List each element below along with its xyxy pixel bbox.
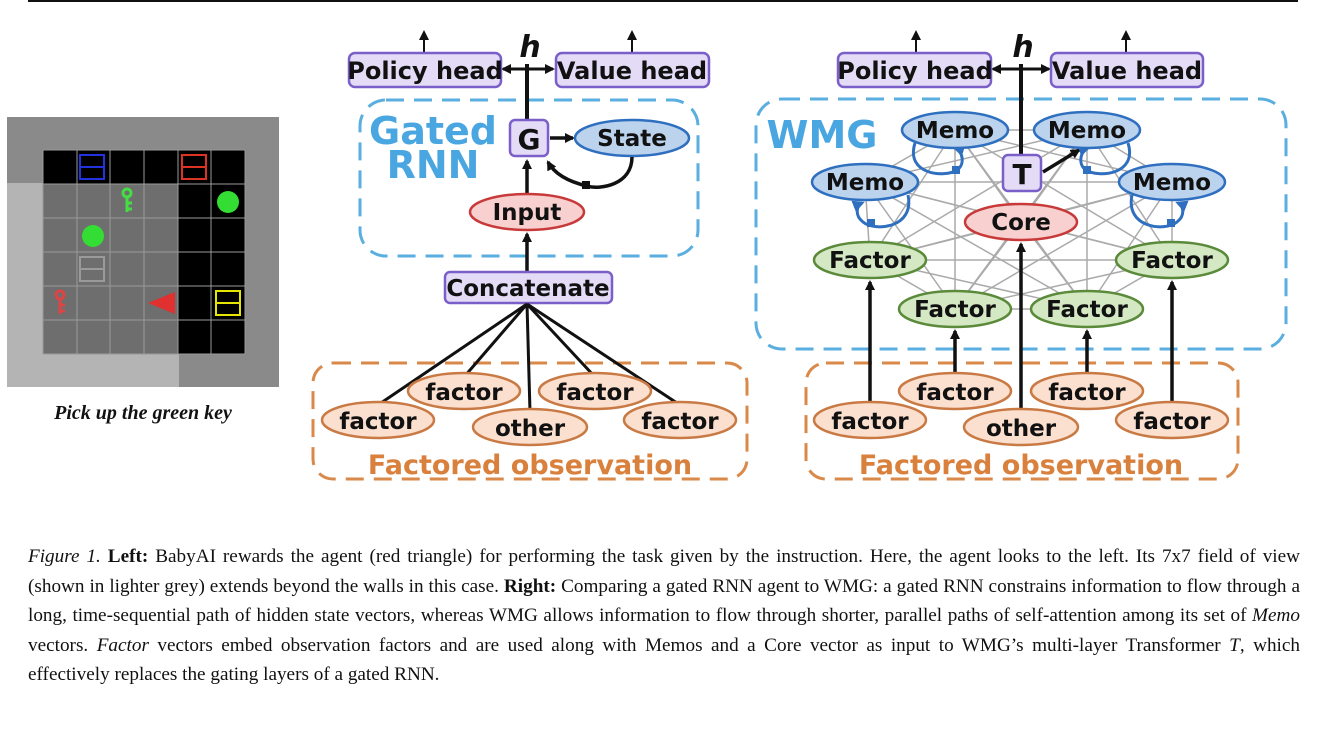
right-text-1: Comparing a gated RNN agent to WMG: a ga… (28, 575, 1300, 627)
value-head-node (554, 51, 711, 89)
memo-node (1117, 162, 1227, 202)
babyai-grid (7, 117, 279, 387)
state-node (573, 118, 691, 158)
h-label: h (519, 30, 540, 65)
other-label: other (495, 416, 566, 442)
value-head-label: Value head (1052, 57, 1202, 85)
concatenate-node (443, 270, 614, 305)
factor-node (1114, 400, 1230, 440)
gated-rnn-diagram: Policy head Value head h Gated RNN G Sta… (311, 30, 749, 481)
t-word: T (1229, 634, 1240, 656)
right-text-3: vectors embed observation factors and ar… (148, 634, 1230, 656)
factor-label: factor (1048, 380, 1126, 406)
concatenate-label: Concatenate (446, 276, 609, 302)
h-label: h (1012, 30, 1033, 65)
memo-node (1032, 110, 1142, 150)
gated-rnn-title-line1: Gated (369, 109, 497, 153)
factor-node (622, 400, 738, 440)
left-label: Left: (107, 546, 149, 567)
grey-box-icon (79, 256, 105, 282)
memo-label: Memo (826, 170, 904, 196)
gated-rnn-title-line2: RNN (387, 143, 480, 187)
factor-label: factor (339, 409, 417, 435)
factor-node (320, 400, 436, 440)
factor-label: factor (916, 380, 994, 406)
factor-label: factor (1133, 409, 1211, 435)
factor-label: factor (831, 409, 909, 435)
policy-head-label: Policy head (837, 57, 993, 85)
wmg-diagram: Policy head Value head h WMG T Memo Memo (754, 30, 1288, 481)
memo-label: Memo (916, 118, 994, 144)
red-box-icon (181, 154, 207, 180)
other-node (962, 407, 1080, 447)
memo-node (900, 110, 1010, 150)
green-ball-icon (82, 225, 104, 247)
policy-head-label: Policy head (347, 57, 503, 85)
factor-node (812, 400, 928, 440)
green-key-icon (121, 187, 133, 212)
policy-head-node (836, 51, 993, 89)
factor-label: factor (425, 380, 503, 406)
other-label: other (986, 416, 1057, 442)
grid-instruction: Pick up the green key (54, 402, 232, 424)
green-ball-icon (217, 191, 239, 213)
value-head-node (1049, 51, 1205, 89)
t-node (1001, 153, 1043, 193)
memo-label: Memo (1133, 170, 1211, 196)
factor-node (406, 371, 522, 411)
top-rule (28, 0, 1298, 2)
factor-node (537, 371, 653, 411)
memo-word: Memo (1252, 605, 1300, 627)
blue-box-icon (79, 154, 105, 180)
figure-label: Figure 1. (28, 546, 101, 567)
yellow-box-icon (215, 290, 241, 316)
factor-word: Factor (96, 634, 149, 656)
figure-caption: Figure 1. Left: BabyAI rewards the agent… (28, 542, 1300, 690)
right-text-2: vectors. (28, 634, 97, 656)
factor-embedding-node (897, 289, 1013, 329)
figure-1: Policy head Value head h Gated RNN G Sta… (7, 30, 1288, 481)
other-node (471, 407, 589, 447)
factor-embedding-label: Factor (1046, 297, 1128, 323)
factor-node (1029, 371, 1145, 411)
right-label: Right: (503, 575, 557, 597)
factor-embedding-node (812, 240, 928, 280)
factor-label: factor (641, 409, 719, 435)
state-label: State (597, 126, 667, 152)
factor-embedding-label: Factor (1131, 248, 1213, 274)
factor-node (897, 371, 1013, 411)
g-node (508, 118, 550, 158)
policy-head-node (347, 51, 503, 89)
factor-embedding-node (1114, 240, 1230, 280)
g-label: G (518, 123, 541, 156)
factor-embedding-node (1029, 289, 1145, 329)
factored-observation-label-left: Factored observation (368, 450, 692, 481)
factor-label: factor (556, 380, 634, 406)
factored-observation-label-right: Factored observation (859, 450, 1183, 481)
memo-label: Memo (1048, 118, 1126, 144)
input-node (468, 192, 586, 232)
wmg-title: WMG (767, 113, 878, 157)
factor-embedding-label: Factor (914, 297, 996, 323)
core-label: Core (991, 210, 1051, 236)
value-head-label: Value head (557, 57, 707, 85)
left-text: BabyAI rewards the agent (red triangle) … (28, 546, 1301, 597)
core-node (963, 202, 1079, 242)
input-label: Input (493, 200, 562, 226)
right-text-4: , which effectively replaces the gating … (28, 634, 1300, 686)
agent-triangle-icon (148, 292, 175, 314)
t-label: T (1012, 158, 1031, 191)
factor-embedding-label: Factor (829, 248, 911, 274)
memo-node (810, 162, 920, 202)
red-key-icon (54, 289, 66, 314)
